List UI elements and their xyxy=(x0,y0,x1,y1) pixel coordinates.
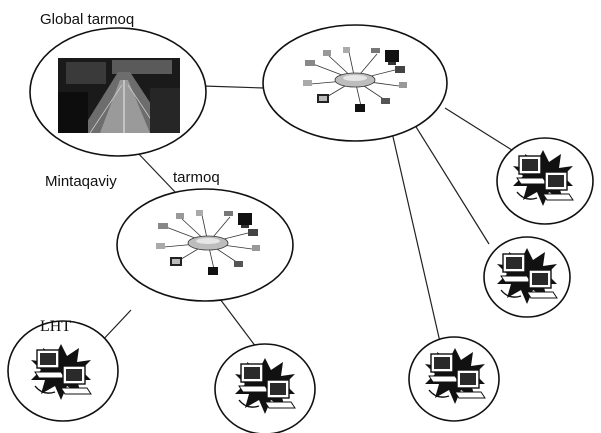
link-regional-lan-middle xyxy=(219,298,257,348)
lan-label: LHT xyxy=(40,318,71,335)
global-network-node xyxy=(29,27,207,157)
lan-node-bottom-right xyxy=(408,336,500,422)
regional-network-label-right: tarmoq xyxy=(173,169,220,186)
lan-node-right-top xyxy=(496,137,594,225)
lan-node-left xyxy=(7,320,119,422)
satellite-photo-icon xyxy=(58,58,180,134)
link-hub-lan-bottom xyxy=(390,127,441,343)
regional-network-label-left: Mintaqaviy xyxy=(45,173,117,190)
regional-hub-node xyxy=(116,188,294,302)
lan-node-right-mid xyxy=(483,236,571,318)
global-network-label: Global tarmoq xyxy=(40,11,134,28)
link-regional-lan-left xyxy=(99,309,132,344)
link-global-hub xyxy=(202,85,265,89)
top-hub-node xyxy=(262,24,448,142)
network-links xyxy=(99,85,516,348)
link-global-regional xyxy=(135,150,178,195)
link-hub-lan-right-mid xyxy=(412,121,490,245)
lan-node-middle xyxy=(214,343,316,433)
link-hub-lan-right-top xyxy=(444,107,516,153)
